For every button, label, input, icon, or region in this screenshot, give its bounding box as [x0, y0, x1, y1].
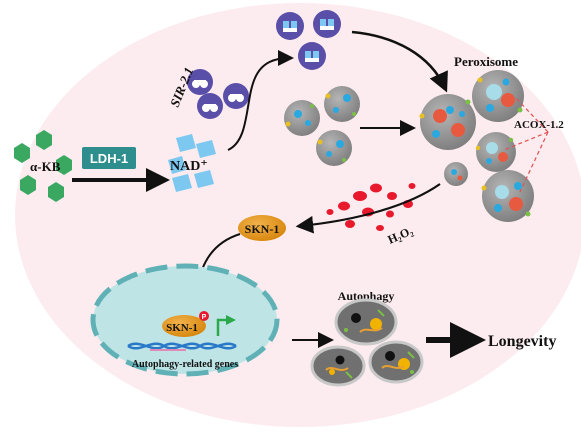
autophagy-genes-label: Autophagy-related genes [132, 359, 238, 370]
arrow-sir-to-peroxisome [351, 30, 448, 93]
phospho-label: P [202, 314, 207, 321]
alpha-kb-label: α-KB [30, 159, 61, 174]
nad-molecules [168, 134, 216, 192]
arrow-nad-to-sir [227, 50, 294, 151]
acox12-label: ACOX-1.2 [514, 119, 564, 131]
autophagy-label: Autophagy [338, 289, 395, 303]
h2o2-drops [326, 183, 416, 231]
skn1-cytoplasm [238, 215, 286, 241]
nad-label: NAD⁺ [170, 159, 208, 174]
ldh1-label: LDH-1 [90, 151, 128, 166]
dna-helix [127, 342, 237, 351]
peroxisome-small-cluster [284, 86, 360, 166]
ldh1-box [82, 147, 136, 169]
skn1-nucleus [162, 315, 206, 337]
skn1-label: SKN-1 [245, 222, 280, 236]
peroxisome-label: Peroxisome [454, 54, 518, 69]
acox12-dashed-lines [503, 97, 549, 193]
alpha-kb-hexagons [14, 130, 72, 202]
transcription-flag-icon [216, 318, 228, 336]
skn1-nuclear-label: SKN-1 [166, 322, 198, 334]
arrow-to-skn1 [295, 183, 441, 234]
sir21-enzymes [187, 69, 249, 119]
autophagosomes [310, 298, 424, 387]
sir21-nad-complexes [276, 10, 341, 70]
phospho-badge [199, 311, 209, 321]
longevity-label: Longevity [488, 333, 556, 350]
peroxisome-large-cluster [419, 70, 534, 222]
